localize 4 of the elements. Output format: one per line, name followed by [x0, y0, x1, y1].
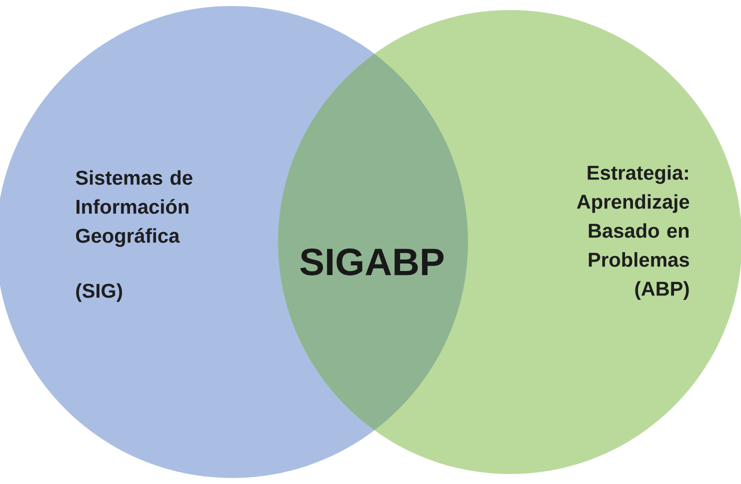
center-label: SIGABP	[300, 248, 444, 276]
circle-label: Estrategia: Aprendizaje Basado en Problemas (ABP)	[576, 165, 690, 300]
circle-label: (SIG)	[76, 283, 122, 302]
circle-label: Sistemas de Información Geográfica	[76, 170, 192, 247]
